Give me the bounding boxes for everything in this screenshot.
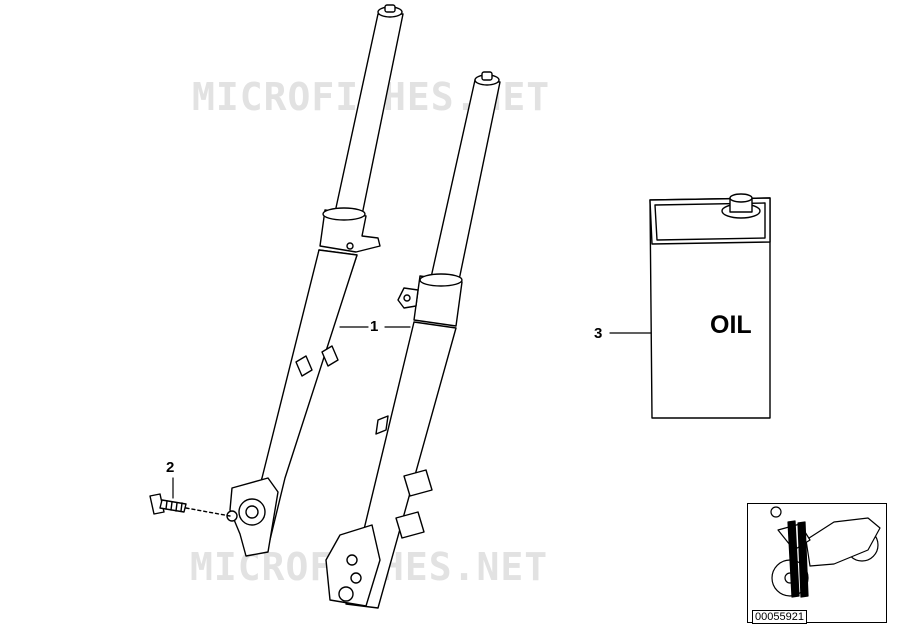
left-top-nut (384, 4, 396, 13)
right-slider-notch (375, 415, 389, 435)
left-clamp-collar (319, 209, 381, 253)
fork-leg-right (325, 71, 501, 609)
left-stanchion-tube (333, 13, 404, 221)
fork-leg-left (226, 4, 404, 557)
right-caliper-mount-2 (395, 511, 425, 539)
right-collar-hole (403, 294, 411, 302)
leader-lines (172, 326, 652, 499)
bolt-dash-line (185, 507, 231, 517)
oil-can-top-inner (654, 202, 766, 241)
left-boss-1 (295, 355, 313, 377)
oil-can (649, 193, 771, 419)
right-lug-hole-2 (350, 572, 362, 584)
oil-can-label: OIL (710, 311, 752, 339)
left-collar-top (322, 207, 366, 221)
left-collar-hole (346, 242, 354, 250)
right-stanchion-tube (429, 79, 501, 286)
bolt-part (149, 493, 187, 515)
left-axle-hole (245, 505, 259, 519)
reference-code: 00055921 (752, 610, 807, 624)
left-boss-2 (321, 345, 339, 367)
right-collar-top (419, 273, 463, 287)
right-axle-hole (338, 586, 354, 602)
reference-frame (747, 503, 887, 623)
bolt-head (149, 493, 165, 515)
oil-can-spout-cap (729, 193, 753, 203)
right-caliper-mount-1 (403, 469, 433, 497)
right-top-nut (481, 71, 493, 81)
callout-3: 3 (594, 325, 603, 342)
callout-1: 1 (370, 318, 379, 335)
callout-2: 2 (166, 459, 175, 476)
right-lug-hole-1 (346, 554, 358, 566)
